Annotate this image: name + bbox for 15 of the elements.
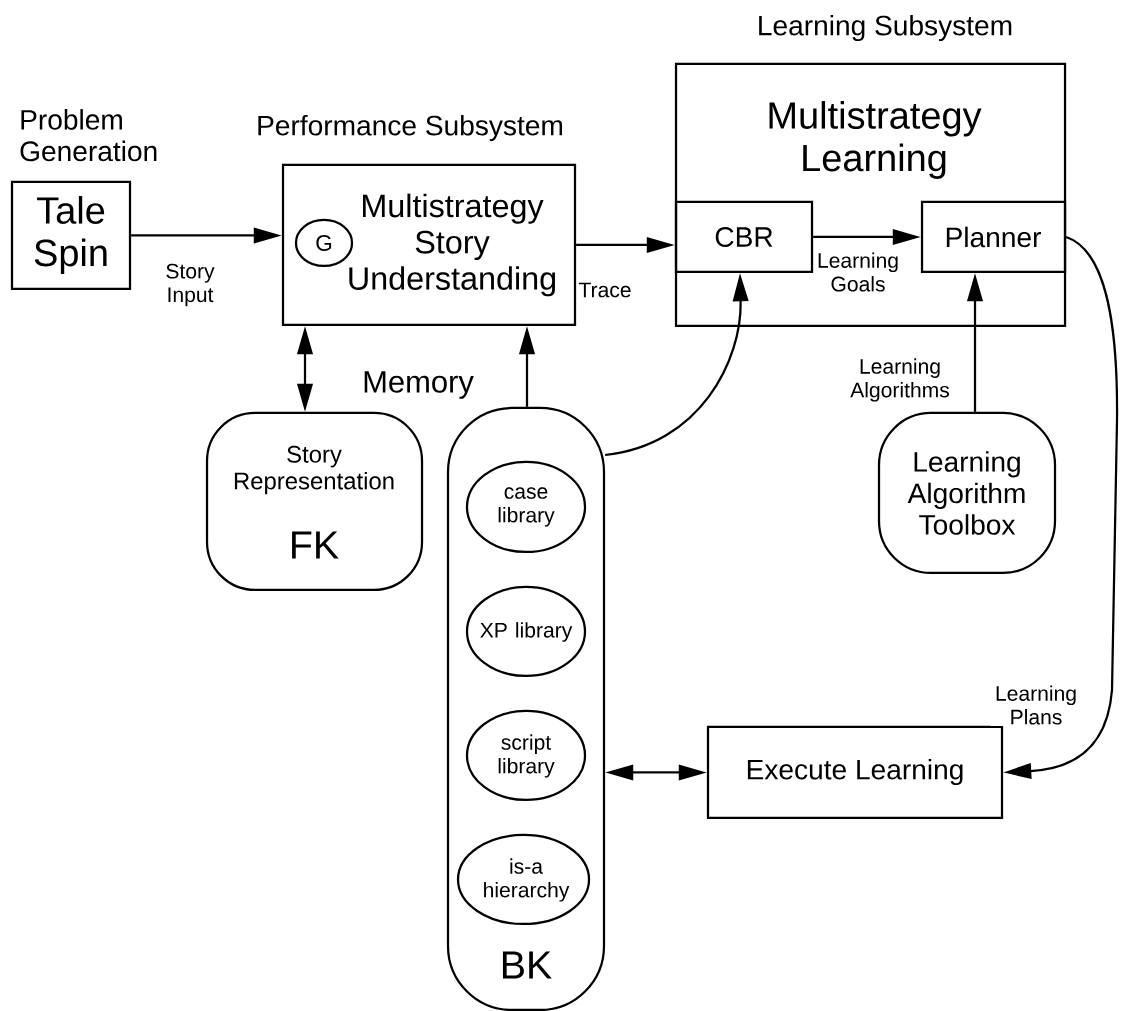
process-box: CBR [674, 200, 814, 274]
node-label: Memory [364, 371, 474, 399]
edge-label: Trace [577, 281, 633, 299]
edge-label: Learning Goals [814, 251, 902, 293]
edge-label: Learning Plans [990, 684, 1082, 726]
process-box: Planner [920, 200, 1067, 274]
node-label: Learning Subsystem [759, 14, 1012, 42]
rounded-box: Learning Algorithm Toolbox [877, 411, 1057, 575]
process-box: Problem Generation Tale Spin [10, 109, 157, 291]
edge-label: Learning Algorithms [838, 356, 962, 404]
process-box: Execute Learning [706, 725, 1004, 820]
node-label: Problem Generation [20, 109, 157, 162]
node-label: Performance Subsystem [258, 114, 563, 142]
rounded-box: Story Representation FK [205, 411, 424, 592]
edge-label: Story Input [156, 262, 224, 308]
